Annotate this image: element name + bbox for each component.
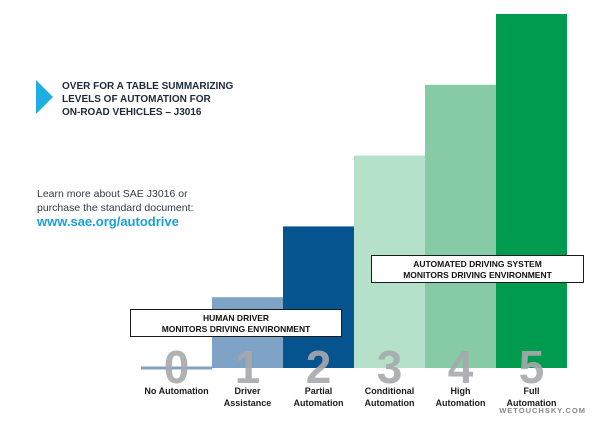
intro-line-1: OVER FOR A TABLE SUMMARIZING (62, 81, 234, 92)
level-number-3: 3 (377, 341, 403, 393)
level-label-2-line-1: Partial (305, 386, 333, 396)
bar-level-5 (496, 14, 567, 368)
bar-level-4 (425, 84, 496, 369)
level-number-1: 1 (235, 341, 261, 393)
learn-more-line-1: Learn more about SAE J3016 or (37, 188, 188, 200)
level-label-5-line-2: Automation (507, 398, 557, 408)
level-number-0: 0 (164, 341, 190, 393)
learn-more-line-2: purchase the standard document: (37, 202, 194, 214)
level-label-3-line-1: Conditional (365, 386, 415, 396)
learn-more-text: Learn more about SAE J3016 or purchase t… (37, 187, 237, 215)
level-number-5: 5 (519, 341, 545, 393)
sae-autodrive-link[interactable]: www.sae.org/autodrive (37, 214, 179, 229)
level-number-4: 4 (448, 341, 474, 393)
level-label-3-line-2: Automation (365, 398, 415, 408)
automated-system-box: AUTOMATED DRIVING SYSTEM MONITORS DRIVIN… (371, 255, 584, 283)
level-label-4-line-1: High (451, 386, 471, 396)
human-driver-box-line-1: HUMAN DRIVER (202, 313, 270, 323)
arrow-right-icon (36, 80, 53, 114)
intro-line-2: LEVELS OF AUTOMATION FOR (62, 94, 211, 105)
bar-level-2 (283, 226, 354, 368)
intro-line-3: ON-ROAD VEHICLES – J3016 (62, 107, 202, 118)
level-label-2-line-2: Automation (294, 398, 344, 408)
level-label-0-line-1: No Automation (144, 386, 208, 396)
level-label-1-line-1: Driver (234, 386, 261, 396)
automated-system-box-line-2: MONITORS DRIVING ENVIRONMENT (403, 270, 552, 280)
level-number-2: 2 (306, 341, 332, 393)
intro-text: OVER FOR A TABLE SUMMARIZING LEVELS OF A… (62, 80, 272, 119)
level-label-5-line-1: Full (524, 386, 540, 396)
automated-system-box-line-1: AUTOMATED DRIVING SYSTEM (413, 259, 542, 269)
human-driver-box-line-2: MONITORS DRIVING ENVIRONMENT (161, 324, 311, 334)
level-label-4-line-2: Automation (436, 398, 486, 408)
watermark: WETOUCHSKY.COM (499, 406, 586, 415)
level-label-1-line-2: Assistance (224, 398, 272, 408)
human-driver-box: HUMAN DRIVER MONITORS DRIVING ENVIRONMEN… (130, 309, 342, 337)
